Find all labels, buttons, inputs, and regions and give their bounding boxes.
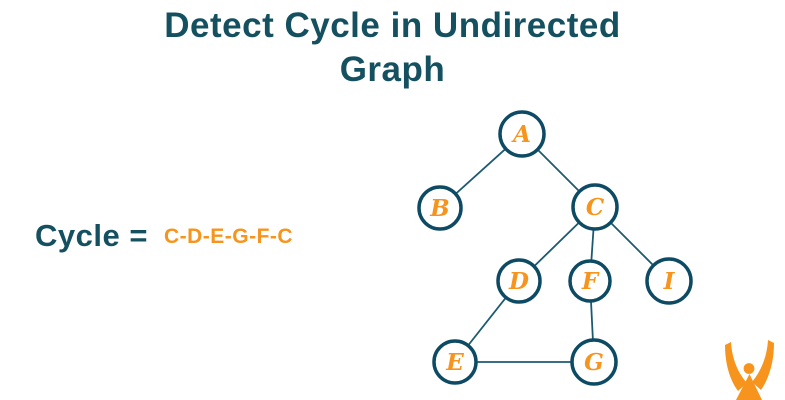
- node-circle-B: [417, 185, 463, 231]
- graph-node-A: A: [498, 110, 546, 158]
- node-circle-F: [568, 259, 612, 303]
- graph-node-G: G: [570, 338, 618, 386]
- node-label-C: C: [586, 194, 605, 221]
- node-label-A: A: [511, 121, 531, 148]
- graph-node-I: I: [645, 257, 693, 305]
- node-circle-E: [432, 339, 478, 385]
- node-label-B: B: [429, 195, 449, 222]
- node-label-I: I: [663, 268, 676, 295]
- person-raised-arms-icon: [725, 340, 774, 400]
- node-label-F: F: [581, 268, 600, 295]
- node-label-D: D: [508, 268, 529, 295]
- graph-node-F: F: [568, 259, 612, 303]
- graph-node-B: B: [417, 185, 463, 231]
- node-circle-A: [498, 110, 546, 158]
- graph-node-C: C: [571, 183, 619, 231]
- graph-node-D: D: [496, 258, 542, 304]
- cycle-label: Cycle =: [35, 218, 148, 253]
- node-circle-I: [645, 257, 693, 305]
- node-circle-C: [571, 183, 619, 231]
- node-label-E: E: [445, 349, 464, 376]
- page-title: Detect Cycle in Undirected Graph: [164, 6, 621, 90]
- graph-node-E: E: [432, 339, 478, 385]
- node-circle-G: [570, 338, 618, 386]
- cycle-value: C-D-E-G-F-C: [163, 225, 294, 248]
- cycle-row: Cycle = C-D-E-G-F-C: [35, 218, 293, 254]
- node-circle-D: [496, 258, 542, 304]
- node-label-G: G: [584, 349, 604, 376]
